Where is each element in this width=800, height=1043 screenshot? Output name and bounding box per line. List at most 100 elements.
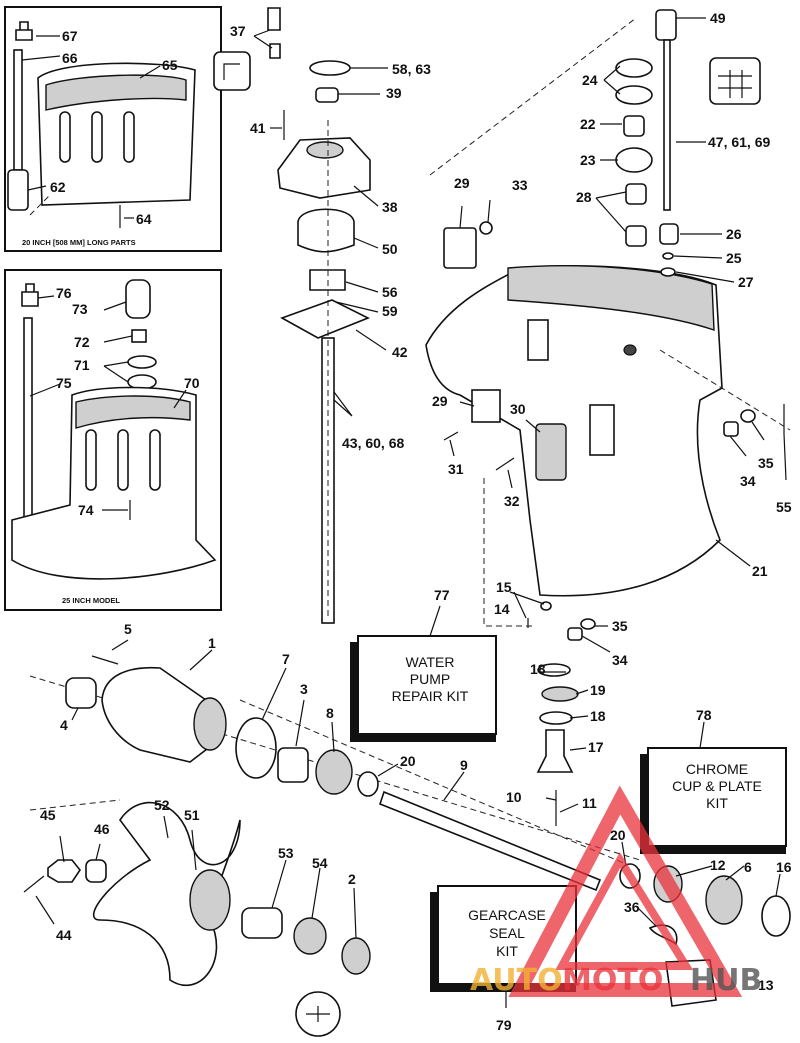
callout-16: 16 xyxy=(776,859,792,875)
callout-56: 56 xyxy=(382,284,398,300)
callout-3: 3 xyxy=(300,681,308,697)
gearcase-housing xyxy=(425,9,791,641)
callout-75: 75 xyxy=(56,375,72,391)
watermark-logo: AUTO MOTO HUB xyxy=(470,785,762,998)
callout-45: 45 xyxy=(40,807,56,823)
callout-6: 6 xyxy=(744,859,752,875)
callout-41: 41 xyxy=(250,120,266,136)
callout-36: 36 xyxy=(624,899,640,915)
callout-50: 50 xyxy=(382,241,398,257)
callout-37: 37 xyxy=(230,23,246,39)
callout-22: 22 xyxy=(580,116,596,132)
callout-46: 46 xyxy=(94,821,110,837)
callout-4: 4 xyxy=(60,717,68,733)
long-parts-inset: 20 INCH [508 MM] LONG PARTS xyxy=(4,6,222,252)
callout-20-left: 20 xyxy=(400,753,416,769)
callout-5: 5 xyxy=(124,621,132,637)
watermark-text-hub: HUB xyxy=(690,963,762,998)
chrome-cup-kit-line-2: CUP & PLATE xyxy=(672,778,762,794)
callout-19: 19 xyxy=(590,682,606,698)
callout-25: 25 xyxy=(726,250,742,266)
callout-62: 62 xyxy=(50,179,66,195)
water-pump-kit: WATER PUMP REPAIR KIT xyxy=(350,635,497,742)
callout-39: 39 xyxy=(386,85,402,101)
watermark-text-moto: MOTO xyxy=(562,963,663,998)
water-pump-kit-line-3: REPAIR KIT xyxy=(392,688,469,704)
callout-72: 72 xyxy=(74,334,90,350)
callout-54: 54 xyxy=(312,855,328,871)
callout-79: 79 xyxy=(496,1017,512,1033)
callout-10: 10 xyxy=(506,789,522,805)
callout-18-lower: 18 xyxy=(590,708,606,724)
callout-32: 32 xyxy=(504,493,520,509)
callout-59: 59 xyxy=(382,303,398,319)
callout-58-63: 58, 63 xyxy=(392,61,431,77)
callout-21: 21 xyxy=(752,563,768,579)
leader-lines xyxy=(21,17,787,1008)
callout-55: 55 xyxy=(776,499,792,515)
water-pump-kit-line-1: WATER xyxy=(406,654,455,670)
callout-38: 38 xyxy=(382,199,398,215)
callout-42: 42 xyxy=(392,344,408,360)
callout-78: 78 xyxy=(696,707,712,723)
callout-7: 7 xyxy=(282,651,290,667)
callout-34-right: 34 xyxy=(740,473,756,489)
callout-76: 76 xyxy=(56,285,72,301)
callout-43-60-68: 43, 60, 68 xyxy=(342,435,404,451)
callout-64: 64 xyxy=(136,211,152,227)
model-25-inset: 25 INCH MODEL xyxy=(4,269,222,611)
callout-71: 71 xyxy=(74,357,90,373)
callout-27: 27 xyxy=(738,274,754,290)
callout-11: 11 xyxy=(582,795,597,811)
model-25-caption: 25 INCH MODEL xyxy=(62,596,120,605)
callout-73: 73 xyxy=(72,301,88,317)
callout-24: 24 xyxy=(582,72,598,88)
callout-53: 53 xyxy=(278,845,294,861)
callout-2: 2 xyxy=(348,871,356,887)
callout-49: 49 xyxy=(710,10,726,26)
gearcase-seal-kit-line-1: GEARCASE xyxy=(468,907,546,923)
callout-74: 74 xyxy=(78,502,94,518)
callout-33: 33 xyxy=(512,177,528,193)
callout-23: 23 xyxy=(580,152,596,168)
callout-35-lower: 35 xyxy=(612,618,628,634)
callout-67: 67 xyxy=(62,28,78,44)
callout-18-upper: 18 xyxy=(530,661,546,677)
water-pump-group xyxy=(213,7,371,624)
callout-26: 26 xyxy=(726,226,742,242)
callout-numbers: 67 66 65 62 64 37 58, 63 39 41 38 50 56 … xyxy=(40,10,792,1033)
water-pump-kit-line-2: PUMP xyxy=(410,671,450,687)
callout-12: 12 xyxy=(710,857,726,873)
gearcase-seal-kit-line-3: KIT xyxy=(496,943,518,959)
callout-9: 9 xyxy=(460,757,468,773)
callout-14: 14 xyxy=(494,601,510,617)
callout-66: 66 xyxy=(62,50,78,66)
callout-1: 1 xyxy=(208,635,216,651)
callout-28: 28 xyxy=(576,189,592,205)
long-parts-caption: 20 INCH [508 MM] LONG PARTS xyxy=(22,238,136,247)
callout-70: 70 xyxy=(184,375,200,391)
callout-29-upper: 29 xyxy=(454,175,470,191)
callout-34-lower: 34 xyxy=(612,652,628,668)
watermark-text-auto: AUTO xyxy=(470,963,563,998)
chrome-cup-kit-line-1: CHROME xyxy=(686,761,748,777)
callout-20-right: 20 xyxy=(610,827,626,843)
callout-31: 31 xyxy=(448,461,464,477)
callout-35-right: 35 xyxy=(758,455,774,471)
gearcase-seal-kit-line-2: SEAL xyxy=(489,925,525,941)
callout-29-lower: 29 xyxy=(432,393,448,409)
callout-65: 65 xyxy=(162,57,178,73)
callout-51: 51 xyxy=(184,807,200,823)
callout-47-61-69: 47, 61, 69 xyxy=(708,134,770,150)
callout-52: 52 xyxy=(154,797,170,813)
callout-13: 13 xyxy=(758,977,774,993)
callout-8: 8 xyxy=(326,705,334,721)
callout-15: 15 xyxy=(496,579,512,595)
callout-77: 77 xyxy=(434,587,450,603)
callout-17: 17 xyxy=(588,739,604,755)
chrome-cup-kit: CHROME CUP & PLATE KIT xyxy=(640,747,787,854)
chrome-cup-kit-line-3: KIT xyxy=(706,795,728,811)
callout-44: 44 xyxy=(56,927,72,943)
callout-30: 30 xyxy=(510,401,526,417)
